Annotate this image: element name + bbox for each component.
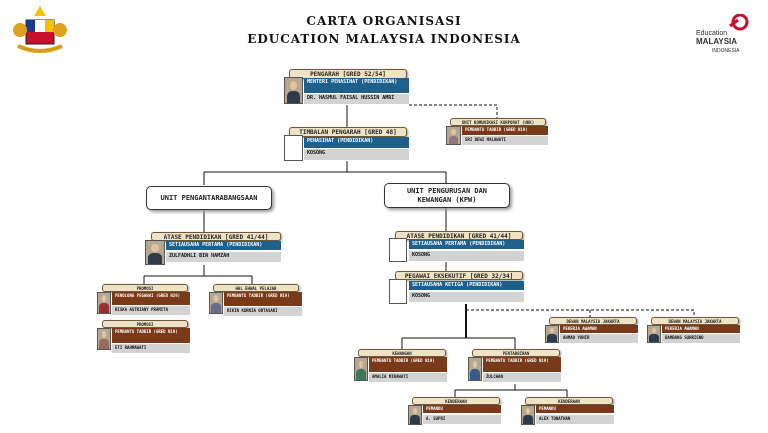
student-header: HAL EHWAL PELAJAR [213,284,299,292]
pentadbiran-header: PENTADBIRAN [472,349,560,357]
jakarta2-name: BAMBANG SUHRISNO [662,334,740,343]
driver2-photo [521,405,535,425]
comms-role: PEMBANTU TADBIR (GRED N19) [462,126,548,135]
attache-right-photo-placeholder [389,238,407,262]
kewangan-role: PEMBANTU TADBIR (GRED N19) [369,357,447,372]
jakarta2-header: DEWAN MALAYSIA JAKARTA [651,317,739,325]
driver1-role: PEMANDU [423,405,501,413]
kewangan-header: KEWANGAN [358,349,446,357]
unit-international: UNIT PENGANTARABANGSAAN [146,186,272,210]
exec-header: PEGAWAI EKSEKUTIF [GRED 32/34] [395,271,523,280]
deputy-header: TIMBALAN PENGARAH [GRED 48] [289,127,407,137]
deputy-photo-placeholder [284,135,303,161]
jakarta2-photo [647,325,661,343]
page-title: CARTA ORGANISASI [306,14,462,28]
director-photo [284,77,303,104]
page-subtitle: EDUCATION MALAYSIA INDONESIA [247,32,521,46]
attache-left-name: ZULFADHLI BIN HAMZAH [166,252,281,262]
pentadbiran-name: ZULCHAN [483,373,561,382]
driver1-header: KENDERAAN [412,397,500,405]
attache-left-header: ATASE PENDIDIKAN [GRED 41/44] [151,232,281,241]
deputy-role: PENASIHAT (PENDIDIKAN) [304,137,409,148]
student-photo [209,292,223,314]
deputy-name: KOSONG [304,149,409,160]
kewangan-photo [354,357,368,381]
logo-text: Education MALAYSIA INDONESIA [696,30,740,55]
driver2-role: PEMANDU [536,405,614,413]
promosi1-header: PROMOSI [102,284,188,292]
attache-right-role: SETIAUSAHA PERTAMA (PENDIDIKAN) [409,240,524,249]
driver1-photo [408,405,422,425]
logo-line2: MALAYSIA [696,37,738,46]
driver2-name: ALEX TONATHAN [536,415,614,424]
promosi1-role: PENOLONG PEGAWAI (GRED N29) [112,292,190,305]
pentadbiran-photo [468,357,482,381]
attache-left-role: SETIAUSAHA PERTAMA (PENDIDIKAN) [166,241,281,250]
exec-name: KOSONG [409,292,524,302]
promosi2-photo [97,328,111,350]
promosi2-role: PEMBANTU TADBIR (GRED N19) [112,328,190,343]
driver1-name: A. SUPRI [423,415,501,424]
director-role: MENTERI PENASIHAT (PENDIDIKAN) [304,78,409,93]
logo-line3: INDONESIA [712,48,740,54]
promosi2-name: ETI RAHMAWATI [112,344,190,353]
comms-photo [446,126,461,145]
exec-photo-placeholder [389,279,407,304]
coat-of-arms-logo [10,4,70,56]
driver2-header: KENDERAAN [525,397,613,405]
attache-right-name: KOSONG [409,251,524,261]
jakarta2-role: PEKERJA AWAMAN [662,325,740,333]
promosi2-header: PROMOSI [102,320,188,328]
pentadbiran-role: PEMBANTU TADBIR (GRED N19) [483,357,561,372]
jakarta1-photo [545,325,559,343]
attache-right-header: ATASE PENDIDIKAN [GRED 41/44] [395,231,523,240]
attache-left-photo [145,240,165,265]
unit-finance: UNIT PENGURUSAN DAN KEWANGAN (KPW) [384,183,510,208]
promosi1-photo [97,292,111,314]
exec-role: SETIAUSAHA KETIGA (PENDIDIKAN) [409,281,524,290]
director-name: DR. HASMUL FAISAL HUSSIN AMRI [304,94,409,104]
education-malaysia-logo: Education MALAYSIA INDONESIA [696,13,754,55]
jakarta1-role: PEKERJA AWAMAN [560,325,638,333]
student-name: RIKIN KURNIA ORTASARI [224,307,302,316]
kewangan-name: AMALIA MIRAWATI [369,373,447,382]
promosi1-name: RISKA ASTRIANY PRAMITA [112,306,190,315]
comms-header: UNIT KOMUNIKASI KORPORAT (UKK) [450,118,546,126]
comms-name: SRI DEWI MALAWATI [462,136,548,145]
jakarta1-header: DEWAN MALAYSIA JAKARTA [549,317,637,325]
logo-line1: Education [696,30,728,37]
jakarta1-name: AHMAD YANIR [560,334,638,343]
student-role: PEMBANTU TADBIR (GRED N19) [224,292,302,306]
